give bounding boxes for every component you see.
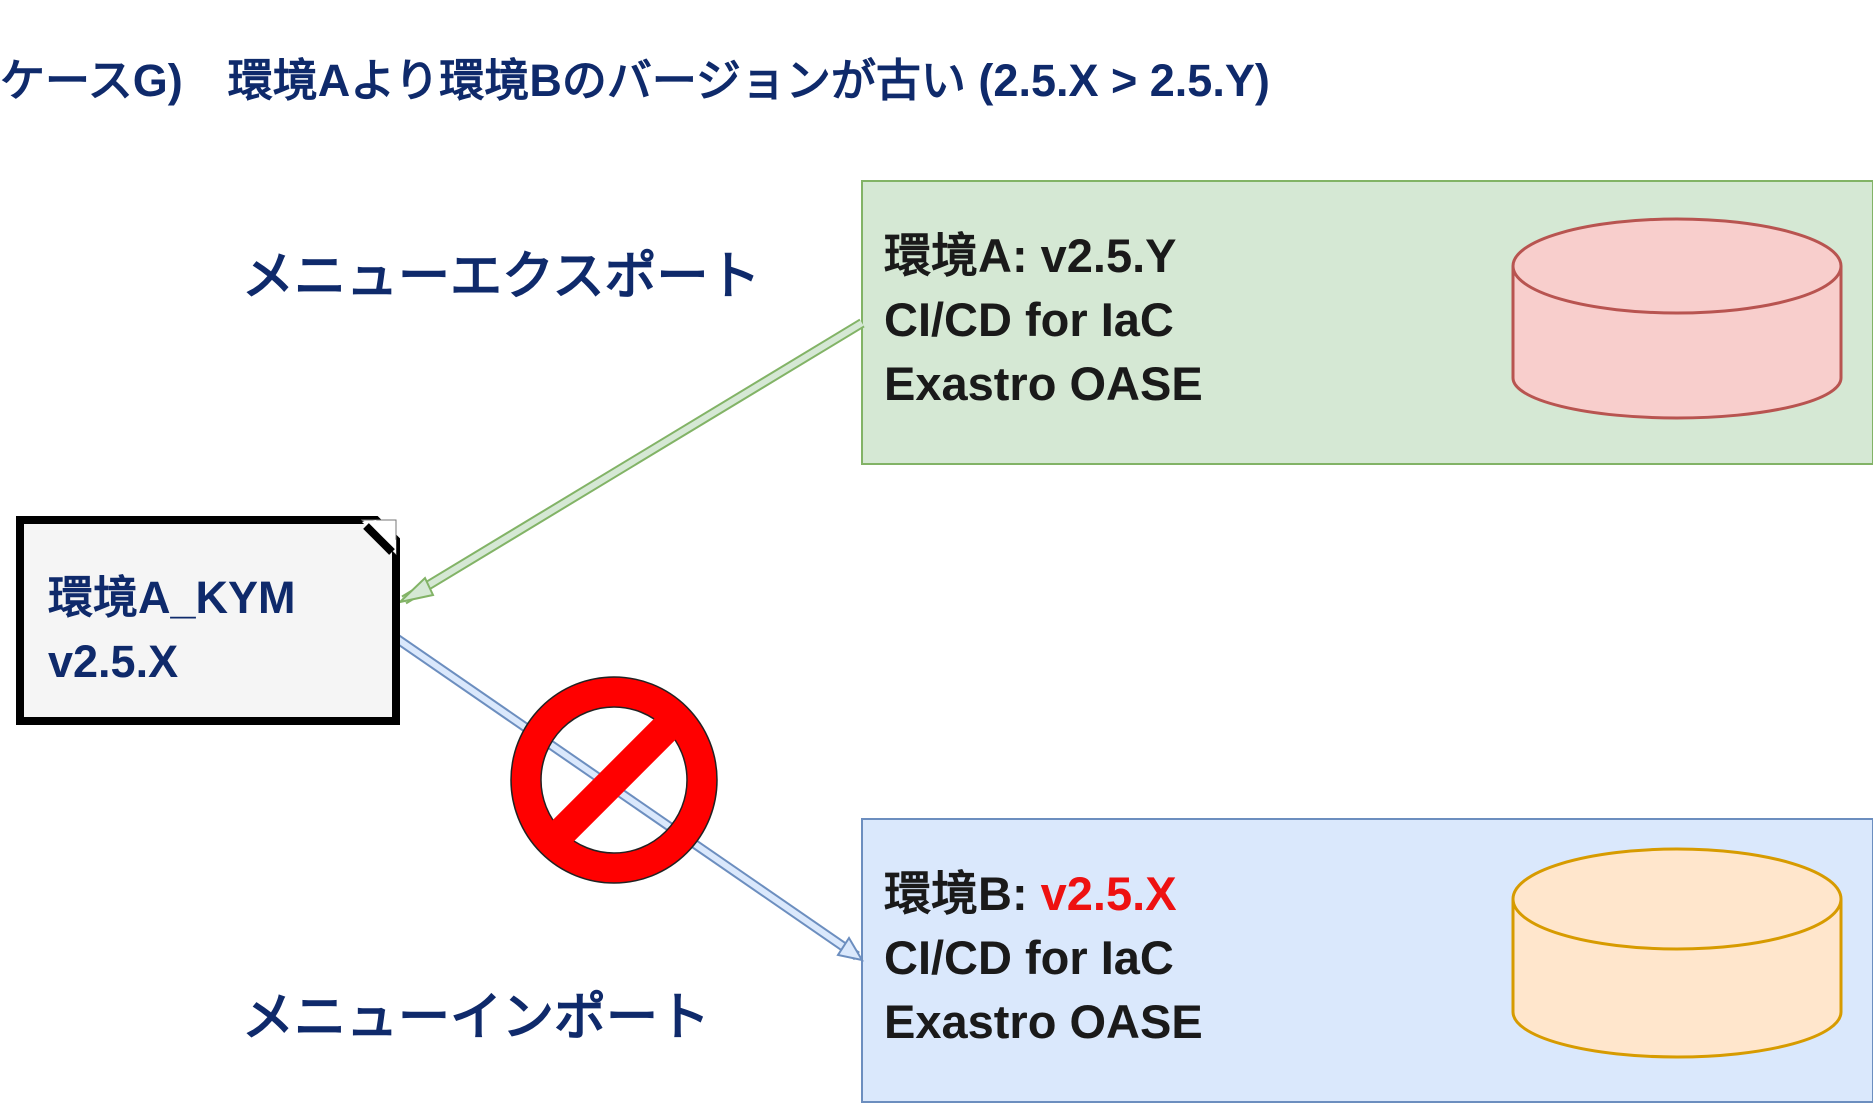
- database-b-icon: [1511, 847, 1843, 1059]
- document-text: 環境A_KYM v2.5.X: [48, 566, 296, 694]
- import-arrow: [390, 631, 865, 962]
- env-b-line3: Exastro OASE: [884, 995, 1203, 1048]
- env-b-text: 環境B: v2.5.X CI/CD for IaC Exastro OASE: [884, 862, 1203, 1054]
- import-label: メニューインポート: [242, 989, 711, 1047]
- env-b-name: 環境B: v2.5.X: [884, 862, 1203, 926]
- env-a-line2: CI/CD for IaC: [884, 293, 1174, 346]
- export-arrow: [396, 318, 865, 605]
- env-a-name: 環境A: v2.5.Y: [884, 229, 1177, 282]
- env-b-name-prefix: 環境B:: [884, 867, 1041, 920]
- document-line1: 環境A_KYM: [48, 572, 296, 623]
- prohibited-icon: [510, 676, 718, 884]
- export-label: メニューエクスポート: [242, 248, 761, 306]
- database-a-icon: [1511, 217, 1843, 420]
- document-line2: v2.5.X: [48, 636, 179, 687]
- env-b-version: v2.5.X: [1040, 867, 1177, 920]
- env-b-line2: CI/CD for IaC: [884, 931, 1174, 984]
- page-title: ケースG) 環境Aより環境Bのバージョンが古い (2.5.X > 2.5.Y): [0, 55, 1270, 106]
- env-a-text: 環境A: v2.5.Y CI/CD for IaC Exastro OASE: [884, 224, 1203, 416]
- document-icon: [16, 516, 400, 725]
- env-a-line3: Exastro OASE: [884, 357, 1203, 410]
